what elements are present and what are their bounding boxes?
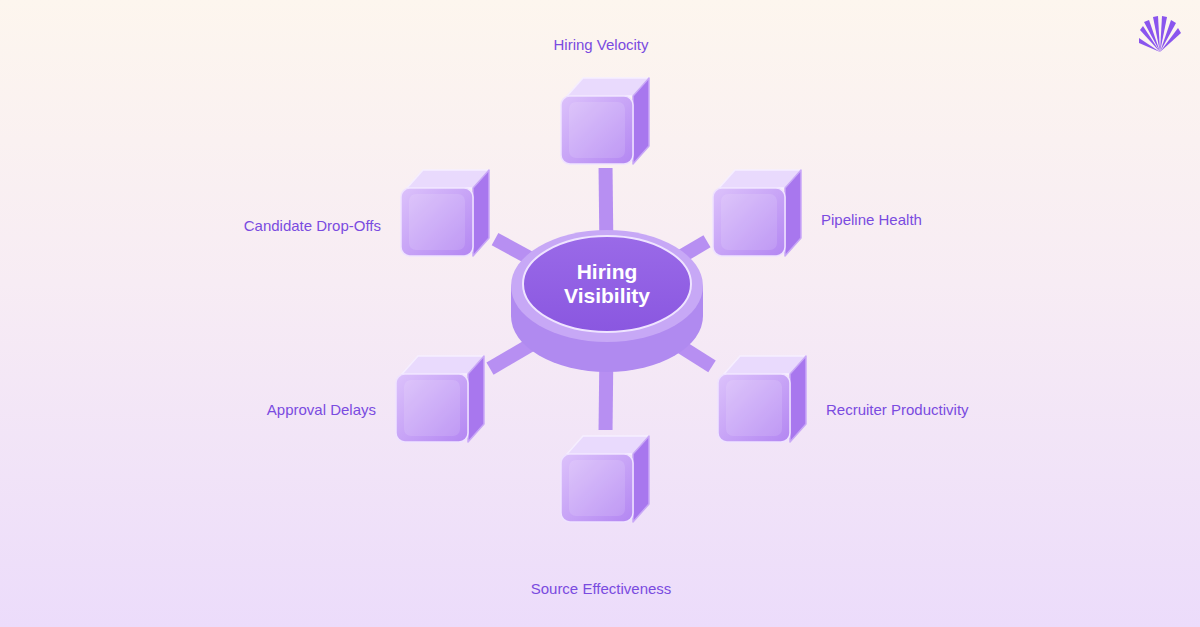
cube-shape bbox=[390, 350, 490, 446]
metric-label: Candidate Drop-Offs bbox=[244, 217, 381, 235]
metric-cube: Hiring Velocity bbox=[555, 72, 655, 168]
cube-shape bbox=[555, 430, 655, 526]
brand-logo bbox=[1138, 14, 1182, 54]
metric-cube: Recruiter Productivity bbox=[712, 350, 812, 446]
metric-label: Approval Delays bbox=[267, 401, 376, 419]
cube-shape bbox=[707, 164, 807, 260]
cube-shape bbox=[395, 164, 495, 260]
metric-cube: Candidate Drop-Offs bbox=[395, 164, 495, 260]
cube-shape bbox=[555, 72, 655, 168]
metric-cube: Approval Delays bbox=[390, 350, 490, 446]
metric-label: Recruiter Productivity bbox=[826, 401, 969, 419]
hub-title: Hiring Visibility bbox=[542, 260, 672, 308]
metric-label: Source Effectiveness bbox=[531, 580, 672, 598]
metric-label: Hiring Velocity bbox=[553, 36, 648, 54]
hub-disc: Hiring Visibility bbox=[507, 220, 707, 380]
metric-cube: Pipeline Health bbox=[707, 164, 807, 260]
metric-cube: Source Effectiveness bbox=[555, 430, 655, 526]
cube-shape bbox=[712, 350, 812, 446]
metric-label: Pipeline Health bbox=[821, 211, 922, 229]
